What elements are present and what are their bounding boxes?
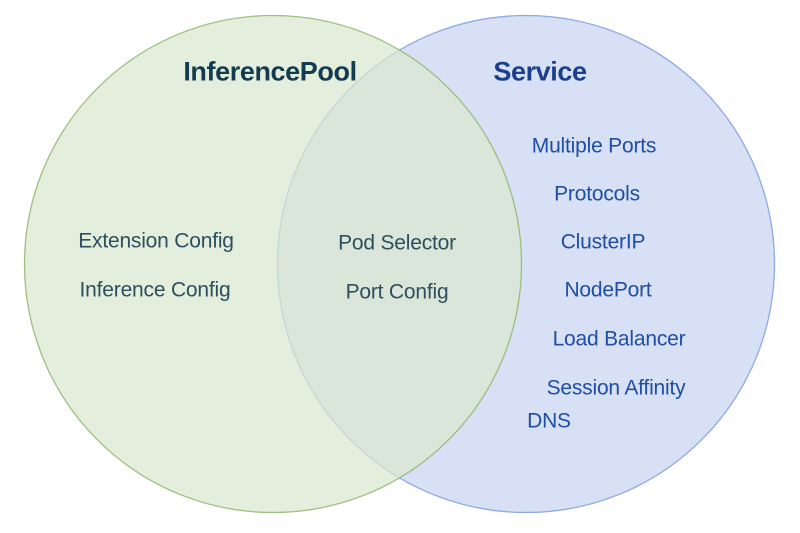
right-item-nodeport: NodePort <box>564 278 652 302</box>
right-item-load-balancer: Load Balancer <box>552 327 686 351</box>
right-item-session-affinity: Session Affinity <box>546 376 686 400</box>
right-item-clusterip: ClusterIP <box>560 230 646 254</box>
inferencepool-circle <box>23 14 523 514</box>
intersection-item-pod-selector: Pod Selector <box>338 231 456 255</box>
left-item-extension-config: Extension Config <box>78 229 234 253</box>
right-item-multiple-ports: Multiple Ports <box>531 134 657 158</box>
left-item-inference-config: Inference Config <box>79 278 231 302</box>
left-set-title: InferencePool <box>183 56 357 87</box>
intersection-item-port-config: Port Config <box>345 280 449 304</box>
right-item-protocols: Protocols <box>554 182 640 206</box>
right-set-title: Service <box>493 56 587 87</box>
right-item-dns: DNS <box>527 409 571 433</box>
